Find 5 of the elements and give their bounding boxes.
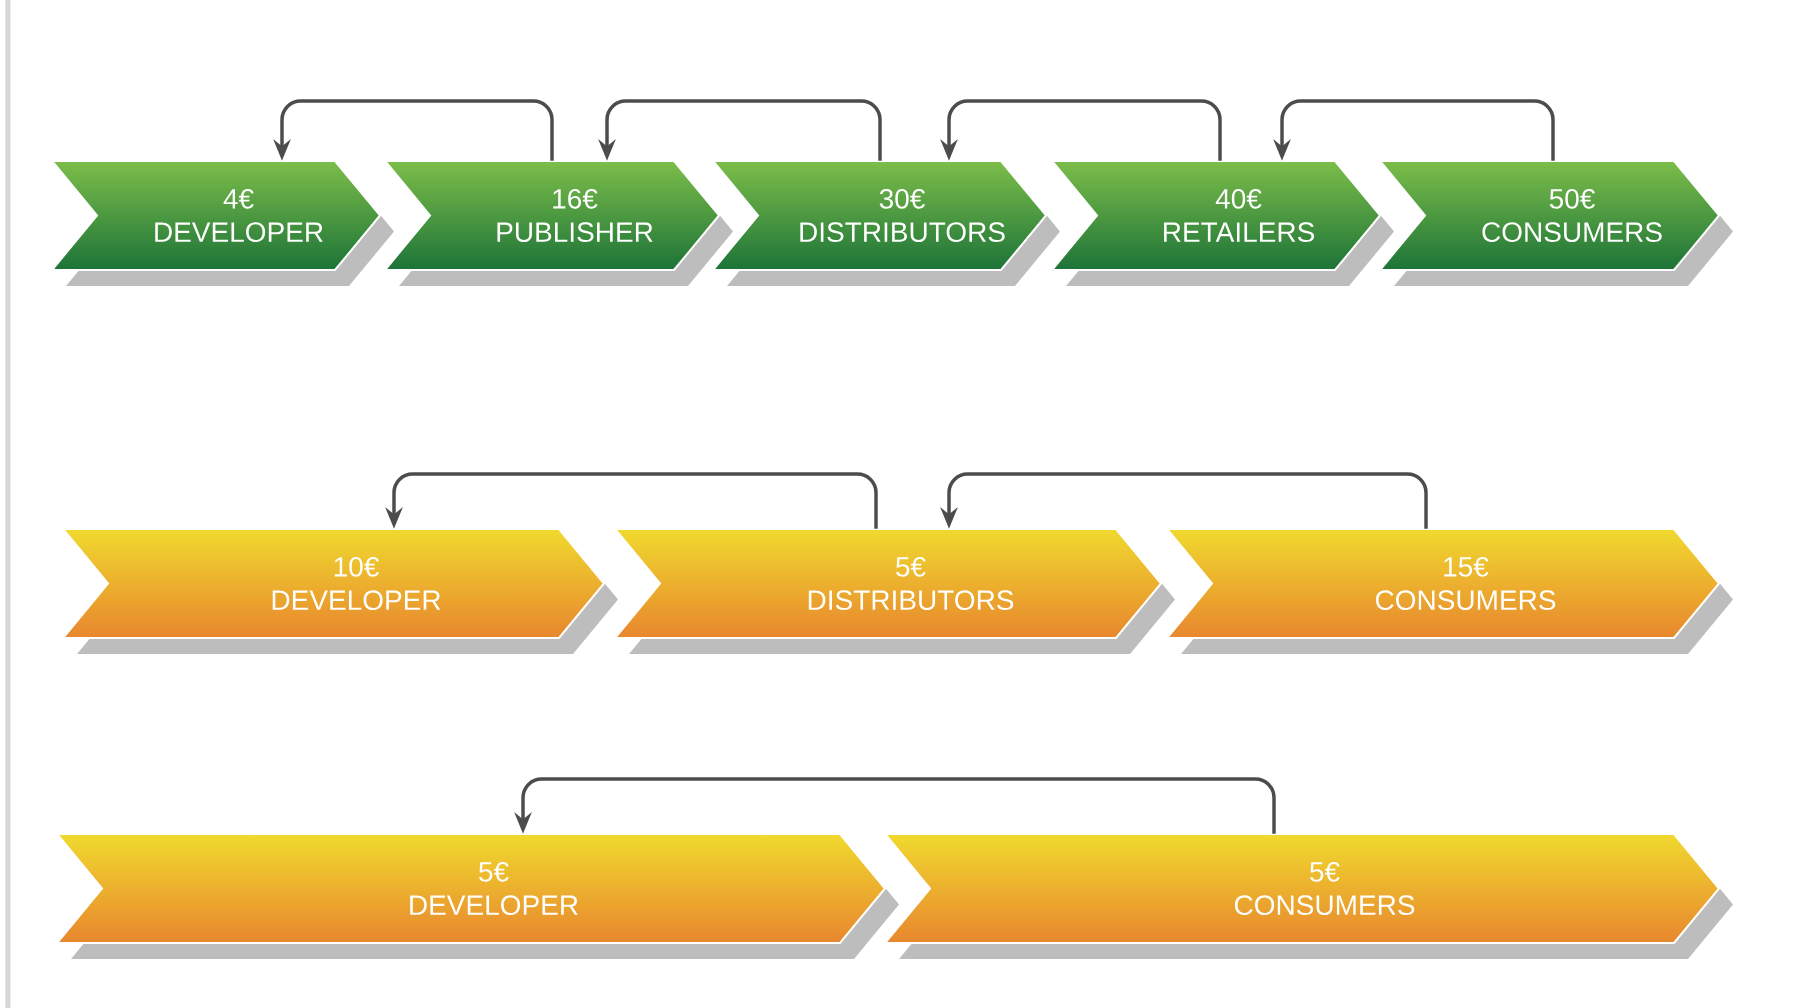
chevron-box: 5€ CONSUMERS [882, 833, 1721, 944]
chevron-box: 15€ CONSUMERS [1164, 528, 1721, 639]
chevron-box: 5€ DISTRIBUTORS [612, 528, 1163, 639]
chevron-box: 10€ DEVELOPER [60, 528, 606, 639]
chevron-box: 5€ DEVELOPER [54, 833, 887, 944]
